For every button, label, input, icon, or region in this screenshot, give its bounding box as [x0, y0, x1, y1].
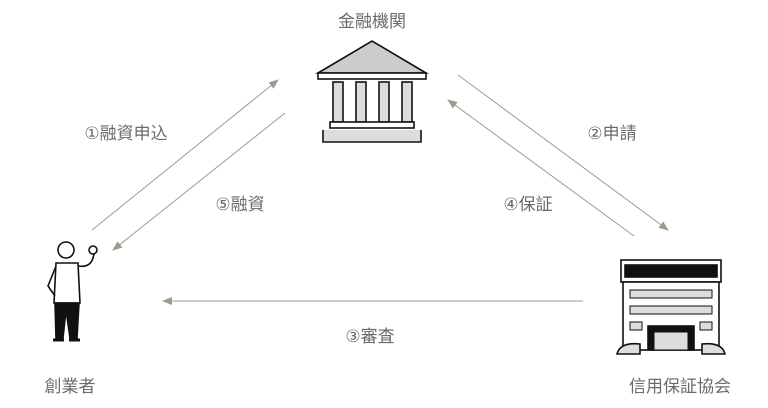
label-step4: ④保証: [503, 195, 553, 215]
label-step2: ②申請: [587, 124, 637, 144]
label-founder: 創業者: [44, 377, 96, 397]
arrow-application: [457, 74, 669, 231]
bank-icon: [315, 40, 429, 143]
label-step1: ①融資申込: [84, 124, 168, 144]
label-step5: ⑤融資: [215, 195, 265, 215]
arrow-loan-application: [91, 79, 279, 231]
founder-icon: [47, 241, 98, 342]
label-guarantee-association: 信用保証協会: [629, 377, 731, 397]
arrow-loan: [112, 112, 286, 251]
building-icon: [615, 259, 727, 355]
arrow-guarantee: [447, 99, 635, 237]
label-step3: ③審査: [345, 327, 395, 347]
label-bank: 金融機関: [338, 12, 406, 32]
